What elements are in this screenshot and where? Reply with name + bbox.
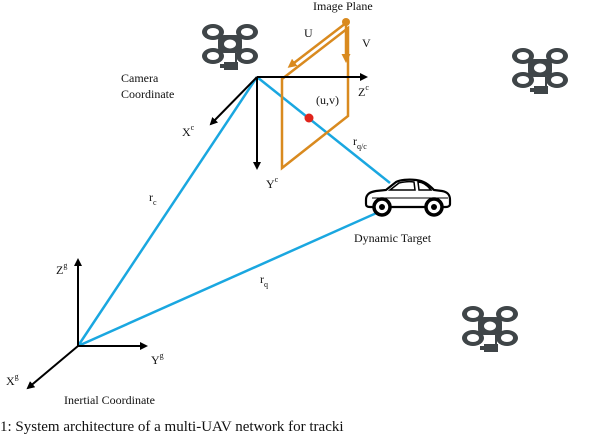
- drone-camera-icon: [202, 24, 258, 70]
- image-plane-label: Image Plane: [313, 0, 373, 13]
- drone-right-top-icon: [512, 48, 568, 94]
- camera-coordinate-label-line2: Coordinate: [121, 87, 174, 101]
- rq-label: rq: [260, 272, 268, 289]
- camera-xc-axis: [209, 76, 258, 126]
- yc-label: Yc: [266, 175, 279, 191]
- zc-label: Zc: [358, 83, 369, 99]
- rqc-label: rq/c: [353, 134, 367, 151]
- u-label: U: [304, 26, 313, 40]
- position-vectors: [76, 76, 391, 348]
- rqc-vector: [256, 76, 391, 184]
- inertial-axes: [26, 258, 148, 390]
- xg-label: Xg: [6, 372, 19, 388]
- zg-label: Zg: [56, 261, 67, 277]
- rc-vector: [76, 76, 259, 347]
- xc-label: Xc: [182, 123, 195, 139]
- u-axis-arrow: [287, 22, 347, 68]
- dynamic-target-label: Dynamic Target: [354, 231, 432, 245]
- camera-axes: [209, 73, 368, 170]
- rq-vector: [77, 205, 391, 348]
- uv-label: (u,v): [316, 93, 339, 107]
- car-icon: [364, 178, 452, 217]
- image-plane: [280, 18, 351, 171]
- inertial-coordinate-label: Inertial Coordinate: [64, 393, 155, 407]
- figure-caption: 1: System architecture of a multi-UAV ne…: [0, 419, 344, 434]
- v-label: V: [362, 36, 371, 50]
- yg-label: Yg: [151, 351, 164, 367]
- camera-coordinate-label-line1: Camera: [121, 71, 159, 85]
- rc-label: rc: [149, 190, 157, 207]
- plane-origin-dot: [342, 18, 350, 26]
- inertial-xg-axis: [26, 345, 79, 390]
- drone-right-bottom-icon: [462, 306, 518, 352]
- projection-point: [304, 113, 314, 123]
